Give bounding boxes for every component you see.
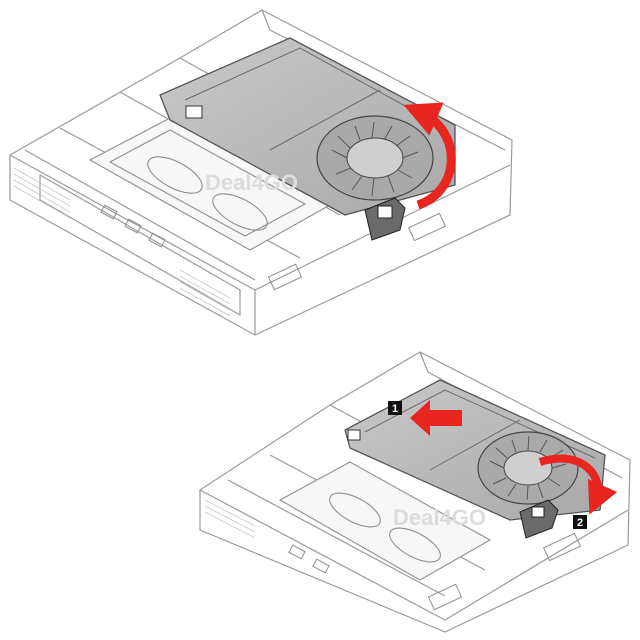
slide-arrow-icon (410, 400, 462, 436)
front-ports (288, 532, 582, 611)
step-badge-label: 2 (577, 517, 583, 529)
cooling-fan (316, 115, 434, 201)
fan-latch (364, 197, 406, 241)
curved-lower-arrow-icon (538, 454, 618, 515)
side-vent-grille (204, 499, 256, 539)
watermark: Deal4GO (393, 505, 486, 530)
cooling-fan (477, 431, 579, 505)
watermark: Deal4GO (205, 170, 298, 195)
storage-drive-bay (278, 461, 492, 581)
fan-latch (519, 499, 559, 539)
curved-lift-arrow-icon (403, 102, 456, 210)
panel-1-remove-fan: Deal4GO (9, 9, 513, 336)
front-ports (100, 204, 447, 291)
panel-2-install-fan: 1 2 Deal4GO (199, 351, 631, 633)
step-badge-1: 1 (388, 401, 402, 415)
side-vent-grille (13, 167, 231, 317)
step-badge-2: 2 (573, 515, 587, 529)
step-badge-label: 1 (392, 403, 398, 415)
